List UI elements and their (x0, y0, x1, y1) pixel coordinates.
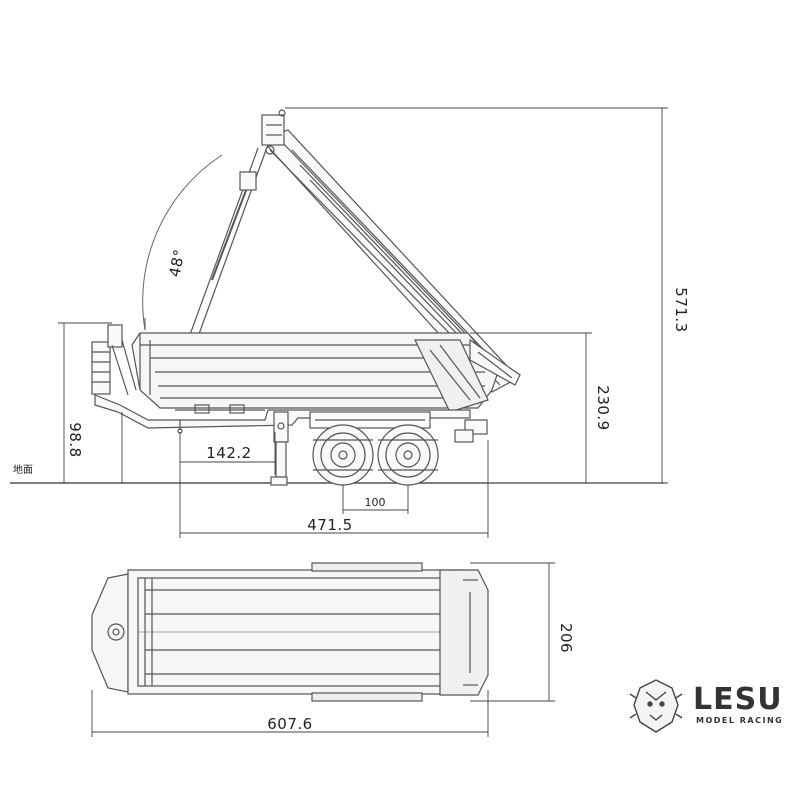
wheel-rear (377, 424, 439, 486)
front-ladder (91, 324, 137, 396)
top-view (91, 562, 489, 702)
kingpin-plate (91, 573, 129, 693)
wheel-front (312, 424, 374, 486)
lion-head-icon (629, 679, 683, 733)
ground-label: 地面 (13, 463, 33, 476)
tip-angle-arc (142, 154, 223, 331)
top-dimensions (91, 562, 555, 737)
side-view (10, 109, 665, 486)
dim-overall-length: 607.6 (267, 715, 312, 733)
dim-width: 206 (557, 623, 575, 653)
dim-tip-angle: 48° (165, 247, 188, 278)
dim-hitch-height: 98.8 (66, 422, 84, 457)
kingpin (107, 623, 125, 641)
side-dimensions (58, 107, 668, 538)
brand-tagline: MODEL RACING (696, 716, 783, 725)
brand-name: LESU (693, 682, 783, 717)
dim-axle-spacing: 100 (365, 496, 386, 509)
dim-body-height: 230.9 (594, 385, 612, 430)
lesu-logo: LESU MODEL RACING (629, 679, 783, 733)
lowered-bed (131, 332, 499, 413)
landing-leg (270, 411, 289, 486)
rear-tailgate-top (439, 569, 489, 696)
suspension (309, 411, 431, 429)
dim-tipped-height: 571.3 (672, 287, 690, 332)
tipped-bed (260, 109, 519, 393)
rear-tailgate-arm (454, 338, 521, 443)
dim-leg-to-axle: 142.2 (206, 444, 251, 462)
dim-leg-to-rear: 471.5 (307, 516, 352, 534)
